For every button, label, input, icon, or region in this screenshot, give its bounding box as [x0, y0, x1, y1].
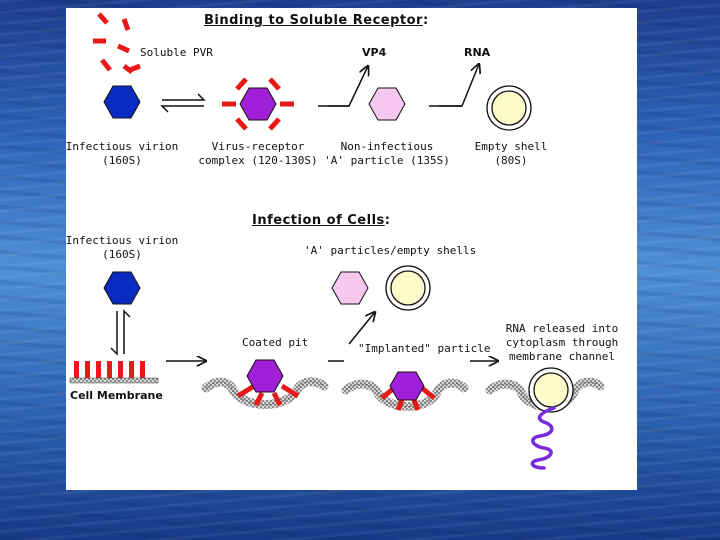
- soluble-receptors: [93, 12, 141, 74]
- arrow-vp4: [318, 66, 368, 107]
- vp4-label: VP4: [362, 46, 387, 59]
- equilibrium-arrows: [160, 93, 206, 113]
- releasing-shell: [528, 367, 574, 413]
- noninfectious-label-line2: 'A' particle (135S): [324, 154, 450, 167]
- coated-pit-particle: [236, 359, 300, 407]
- rna-released-line3: membrane channel: [509, 350, 615, 363]
- noninfectious-label-line1: Non-infectious: [340, 140, 434, 153]
- infectious-virion-size: (160S): [102, 154, 142, 167]
- rna-label: RNA: [464, 46, 491, 59]
- membrane-receptors: [74, 361, 145, 378]
- infectious-virion-label: Infectious virion: [65, 140, 179, 153]
- soluble-pvr-label: Soluble PVR: [140, 46, 213, 59]
- implanted-particle-label: "Implanted" particle: [358, 342, 491, 355]
- complex-label-line2: complex (120-130S): [198, 154, 318, 167]
- infectious-virion-hexagon-2: [103, 271, 141, 305]
- rna-strand: [530, 406, 556, 470]
- infectious-virion-size-2: (160S): [102, 248, 142, 261]
- cell-membrane-bar: [69, 377, 159, 384]
- virus-receptor-complex: [222, 77, 294, 131]
- a-particle-hexagon: [368, 87, 406, 121]
- rna-released-line2: cytoplasm through: [505, 336, 619, 349]
- rna-released-line1: RNA released into: [505, 322, 619, 335]
- complex-label-line1: Virus-receptor: [211, 140, 305, 153]
- empty-shell: [486, 85, 532, 131]
- empty-shell-label-line2: (80S): [494, 154, 528, 167]
- binding-arrows: [110, 309, 131, 356]
- cell-membrane-label: Cell Membrane: [70, 389, 163, 402]
- infectious-virion-label-2: Infectious virion: [65, 234, 179, 247]
- diagram-graphics: [69, 12, 605, 470]
- arrow-to-a-particles: [348, 312, 375, 345]
- empty-shell-2: [385, 265, 431, 311]
- arrow-rna: [429, 64, 479, 107]
- implanted-particle: [380, 371, 436, 411]
- empty-shell-label-line1: Empty shell: [474, 140, 548, 153]
- binding-section-title: Binding to Soluble Receptor:: [204, 13, 429, 28]
- infectious-virion-hexagon: [103, 85, 141, 119]
- a-particles-label: 'A' particles/empty shells: [304, 244, 477, 257]
- coated-pit-label: Coated pit: [242, 336, 309, 349]
- a-particle-hexagon-2: [331, 271, 369, 305]
- infection-section-title: Infection of Cells:: [252, 213, 391, 228]
- diagram-slide: Binding to Soluble Receptor: Soluble PVR…: [66, 8, 637, 490]
